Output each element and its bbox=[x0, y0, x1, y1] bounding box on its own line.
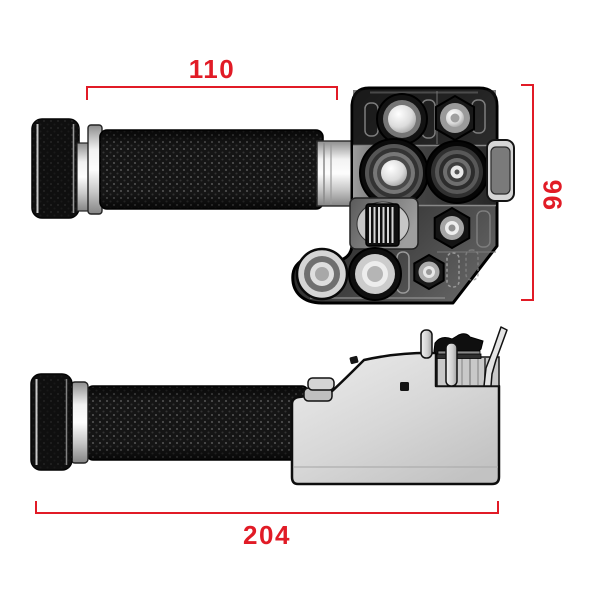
boss-middle-right bbox=[425, 140, 489, 204]
housing-tab-notch bbox=[400, 382, 409, 391]
grip-side bbox=[70, 381, 309, 464]
thumb-slider bbox=[349, 197, 419, 250]
bar-end-weight-top bbox=[31, 118, 90, 219]
dimension-bracket-grip-length bbox=[86, 86, 338, 100]
hook-lever bbox=[483, 326, 508, 387]
boss-middle-left bbox=[359, 138, 429, 208]
housing-side bbox=[290, 326, 508, 486]
hex-nut-bottom-right bbox=[413, 253, 445, 291]
dimension-label-assembly-height: 96 bbox=[537, 178, 568, 210]
lever-pin-left bbox=[420, 329, 433, 359]
switch-housing-top bbox=[291, 86, 499, 305]
dimension-lines bbox=[35, 84, 534, 514]
top-view bbox=[31, 86, 515, 305]
boss-bottom-middle bbox=[348, 247, 402, 301]
dimension-bracket-overall-length bbox=[35, 501, 499, 514]
housing-tab-small bbox=[349, 355, 359, 365]
throttle-tube bbox=[316, 140, 355, 207]
bar-end-weight-side bbox=[30, 373, 73, 471]
dimension-label-grip-length: 110 bbox=[188, 54, 236, 84]
mount-hole-bottom-left bbox=[295, 247, 349, 301]
lever-pin-right bbox=[445, 342, 458, 387]
hex-nut-middle-right bbox=[433, 206, 471, 250]
grip-top bbox=[87, 124, 324, 215]
dimension-label-overall-length: 204 bbox=[243, 520, 291, 550]
lever-plate bbox=[433, 333, 484, 359]
mount-tab bbox=[486, 139, 515, 202]
dimension-bracket-height bbox=[521, 84, 534, 301]
side-view bbox=[30, 326, 508, 486]
hex-nut-top-right bbox=[434, 94, 476, 142]
cable-adjuster-ledges bbox=[303, 377, 335, 402]
boss-top-left bbox=[376, 93, 428, 145]
